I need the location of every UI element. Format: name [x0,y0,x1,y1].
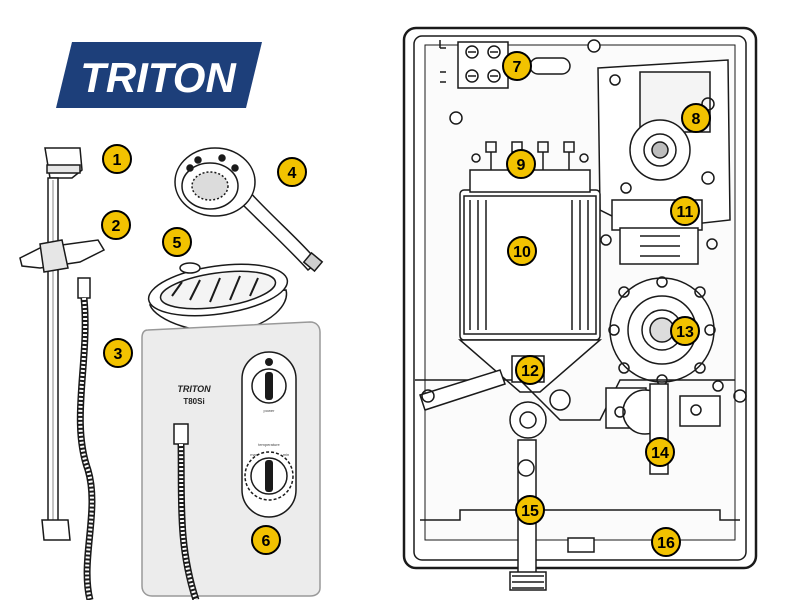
callout-badge [645,437,675,467]
callout-badge [515,495,545,525]
callout-4: 4 [277,157,307,187]
callout-number: 3 [114,346,123,363]
callout-number: 5 [173,235,182,252]
callout-number: 10 [513,244,531,261]
triton-logo: TRITON [56,42,262,108]
callout-number: 13 [676,324,694,341]
bottom-bracket [41,519,71,541]
callout-number: 8 [692,111,701,128]
callout-badge [502,51,532,81]
callout-badge [681,103,711,133]
riser-rail [19,147,106,541]
callout-1: 1 [102,144,132,174]
callout-16: 16 [651,527,681,557]
callout-number: 9 [517,157,526,174]
callout-14: 14 [645,437,675,467]
callout-9: 9 [506,149,536,179]
callout-11: 11 [670,196,700,226]
callout-badge [651,527,681,557]
shower-handset [174,147,324,273]
callout-10: 10 [507,236,537,266]
unit-front-cover: TRITON T80Si power temperature max min [141,321,321,600]
callout-3: 3 [103,338,133,368]
callout-badge [670,196,700,226]
callout-2: 2 [101,210,131,240]
callout-number: 14 [651,445,669,462]
callout-5: 5 [162,227,192,257]
callout-number: 7 [513,59,522,76]
solenoid-valve [608,276,716,386]
min-label: min [283,452,289,457]
callout-badge [507,236,537,266]
callout-7: 7 [502,51,532,81]
callout-number: 2 [112,218,121,235]
callout-12: 12 [515,355,545,385]
temperature-label: temperature [258,442,280,447]
callout-number: 1 [113,152,122,169]
callout-number: 11 [677,204,694,221]
callout-badge [102,144,132,174]
logo-banner [56,42,262,108]
max-label: max [250,452,258,457]
handset-handle [236,188,320,272]
callout-number: 4 [288,165,297,182]
callout-badge [670,316,700,346]
power-label: power [264,408,276,413]
callout-badge [162,227,192,257]
cable-entry [420,509,740,553]
callout-badge [251,525,281,555]
callout-8: 8 [681,103,711,133]
callout-15: 15 [515,495,545,525]
callout-number: 15 [521,503,539,520]
callout-badge [515,355,545,385]
flexible-hose [76,277,96,600]
callout-6: 6 [251,525,281,555]
unit-brand-text: TRITON [177,384,211,394]
terminal-block [439,40,571,89]
callout-13: 13 [670,316,700,346]
logo-text: TRITON [80,54,237,101]
callout-number: 6 [262,533,271,550]
callout-badge [103,338,133,368]
callout-number: 12 [521,363,539,380]
soap-dish [147,262,289,333]
heater-tank [457,141,603,393]
callout-badge [506,149,536,179]
callout-badge [277,157,307,187]
callout-number: 16 [657,535,675,552]
callout-badge [101,210,131,240]
unit-model-text: T80Si [183,397,204,406]
